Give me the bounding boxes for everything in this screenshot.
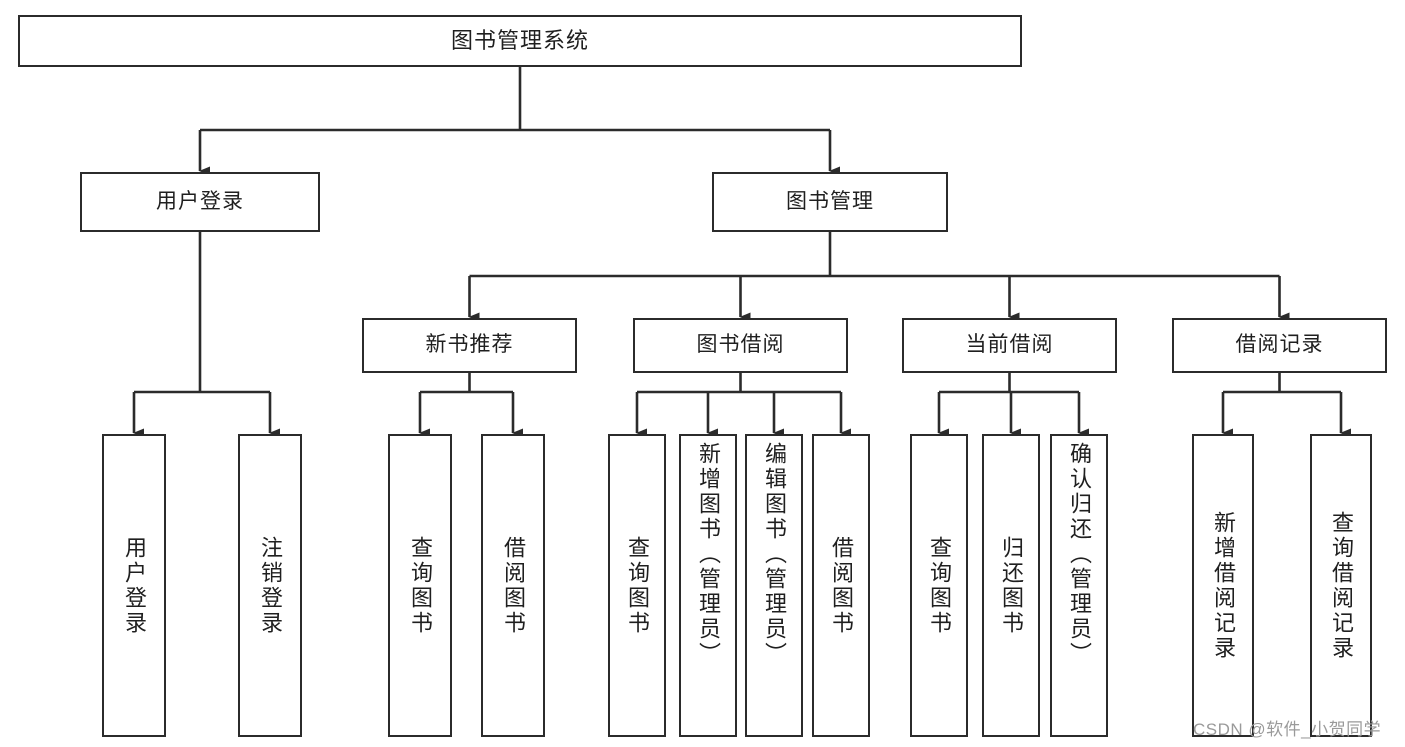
node-leaf-user-login[interactable]: 用户登录 xyxy=(102,434,166,737)
node-leaf-query-1[interactable]: 查询图书 xyxy=(388,434,452,737)
node-new-book-rec[interactable]: 新书推荐 xyxy=(362,318,577,373)
node-user-login[interactable]: 用户登录 xyxy=(80,172,320,232)
node-label: 用户登录 xyxy=(156,189,244,213)
node-leaf-query-rec[interactable]: 查询借阅记录 xyxy=(1310,434,1372,737)
node-label: 查询图书 xyxy=(407,535,433,636)
watermark: CSDN @软件_小贺同学 xyxy=(1193,720,1382,739)
node-label: 归还图书 xyxy=(998,535,1024,636)
node-leaf-confirm[interactable]: 确认归还（管理员） xyxy=(1050,434,1108,737)
node-leaf-return[interactable]: 归还图书 xyxy=(982,434,1040,737)
node-borrow-record[interactable]: 借阅记录 xyxy=(1172,318,1387,373)
node-book-manage[interactable]: 图书管理 xyxy=(712,172,948,232)
node-label: 注销登录 xyxy=(257,535,283,636)
node-leaf-query-3[interactable]: 查询图书 xyxy=(910,434,968,737)
node-label: 图书管理系统 xyxy=(450,28,589,54)
node-label: 编辑图书（管理员） xyxy=(761,442,787,667)
node-leaf-add-rec[interactable]: 新增借阅记录 xyxy=(1192,434,1254,737)
node-label: 确认归还（管理员） xyxy=(1066,442,1092,667)
node-leaf-borrow-2[interactable]: 借阅图书 xyxy=(812,434,870,737)
node-root[interactable]: 图书管理系统 xyxy=(18,15,1022,67)
node-leaf-logout[interactable]: 注销登录 xyxy=(238,434,302,737)
node-leaf-add-book[interactable]: 新增图书（管理员） xyxy=(679,434,737,737)
node-current-borrow[interactable]: 当前借阅 xyxy=(902,318,1117,373)
node-label: 图书管理 xyxy=(786,189,874,213)
node-label: 当前借阅 xyxy=(965,333,1054,357)
node-label: 查询图书 xyxy=(624,535,650,636)
node-label: 新书推荐 xyxy=(425,333,514,357)
node-leaf-borrow-1[interactable]: 借阅图书 xyxy=(481,434,545,737)
node-label: 查询图书 xyxy=(926,535,952,636)
node-label: 新增借阅记录 xyxy=(1210,510,1236,661)
node-label: 借阅图书 xyxy=(828,535,854,636)
node-label: 借阅记录 xyxy=(1235,333,1324,357)
tree-connectors xyxy=(132,67,1351,438)
node-label: 借阅图书 xyxy=(500,535,526,636)
node-book-borrow[interactable]: 图书借阅 xyxy=(633,318,848,373)
node-label: 查询借阅记录 xyxy=(1328,510,1354,661)
node-label: 用户登录 xyxy=(121,535,147,636)
node-label: 新增图书（管理员） xyxy=(695,442,721,667)
node-leaf-edit-book[interactable]: 编辑图书（管理员） xyxy=(745,434,803,737)
node-label: 图书借阅 xyxy=(696,333,785,357)
node-leaf-query-2[interactable]: 查询图书 xyxy=(608,434,666,737)
